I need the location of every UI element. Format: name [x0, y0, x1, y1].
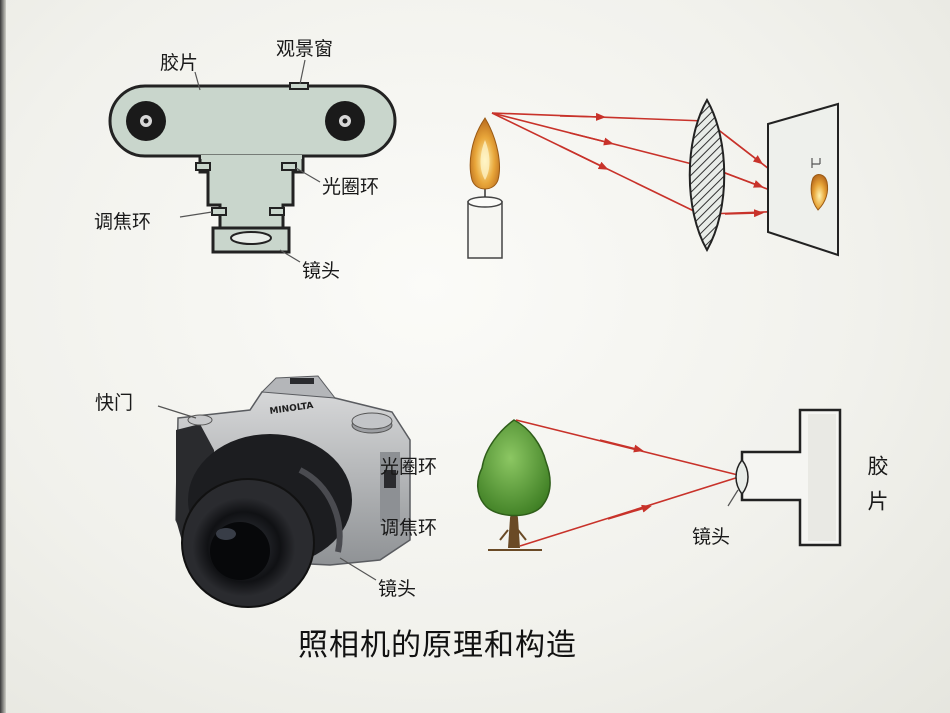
- focus-ring-marker: [211, 207, 227, 216]
- label-aperture-ring-bottom: 光圈环: [380, 456, 438, 478]
- label-lens-top: 镜头: [302, 260, 341, 282]
- camera-schematic: [108, 59, 397, 263]
- candle-icon: [467, 201, 503, 259]
- label-viewfinder: 观景窗: [276, 38, 334, 60]
- page-title: 照相机的原理和构造: [298, 628, 577, 663]
- inverted-flame-icon: [810, 174, 829, 211]
- label-focus-ring-top: 调焦环: [94, 211, 152, 233]
- label-shutter: 快门: [95, 392, 134, 414]
- tree-icon: [477, 419, 551, 517]
- label-film-right: 胶片: [865, 455, 889, 525]
- small-lens-icon: [735, 458, 749, 496]
- tree-camera-diagram: [477, 408, 842, 551]
- schematic-viewfinder-notch: [289, 82, 309, 90]
- label-aperture-ring-top: 光圈环: [322, 176, 380, 198]
- convex-lens-icon: [688, 97, 726, 253]
- frame-edge: [0, 0, 6, 713]
- aperture-ring-marker: [281, 162, 297, 171]
- trunk: [508, 498, 520, 548]
- candle-lens-diagram: [467, 97, 839, 259]
- label-focus-ring-bottom: 调焦环: [380, 517, 438, 539]
- label-film-top: 胶片: [160, 52, 199, 74]
- label-lens-bottom: 镜头: [378, 578, 417, 600]
- label-lens-right: 镜头: [692, 526, 731, 548]
- image-screen: [767, 102, 839, 257]
- camera-photo: MINOLTA: [157, 375, 411, 608]
